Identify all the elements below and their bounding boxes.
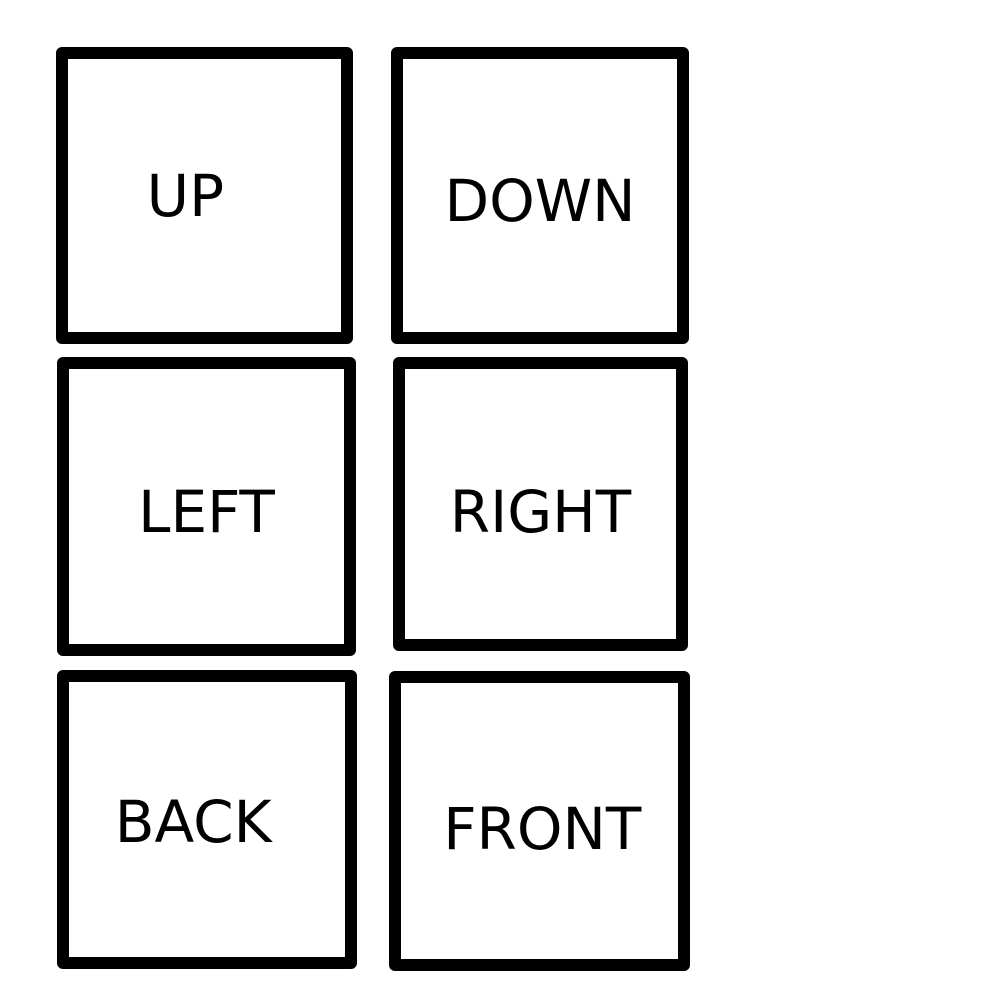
tile-back[interactable]: BACK: [57, 670, 357, 969]
tile-left[interactable]: LEFT: [57, 357, 356, 656]
tile-up-label: UP: [146, 161, 225, 230]
tile-up[interactable]: UP: [56, 47, 353, 344]
tile-back-label: BACK: [114, 788, 272, 857]
tile-right[interactable]: RIGHT: [393, 357, 688, 651]
tile-front[interactable]: FRONT: [389, 671, 690, 971]
tile-front-label: FRONT: [443, 795, 642, 864]
tile-down-label: DOWN: [444, 166, 636, 235]
tile-left-label: LEFT: [138, 478, 275, 546]
tile-down[interactable]: DOWN: [391, 47, 689, 344]
tile-right-label: RIGHT: [449, 478, 632, 547]
